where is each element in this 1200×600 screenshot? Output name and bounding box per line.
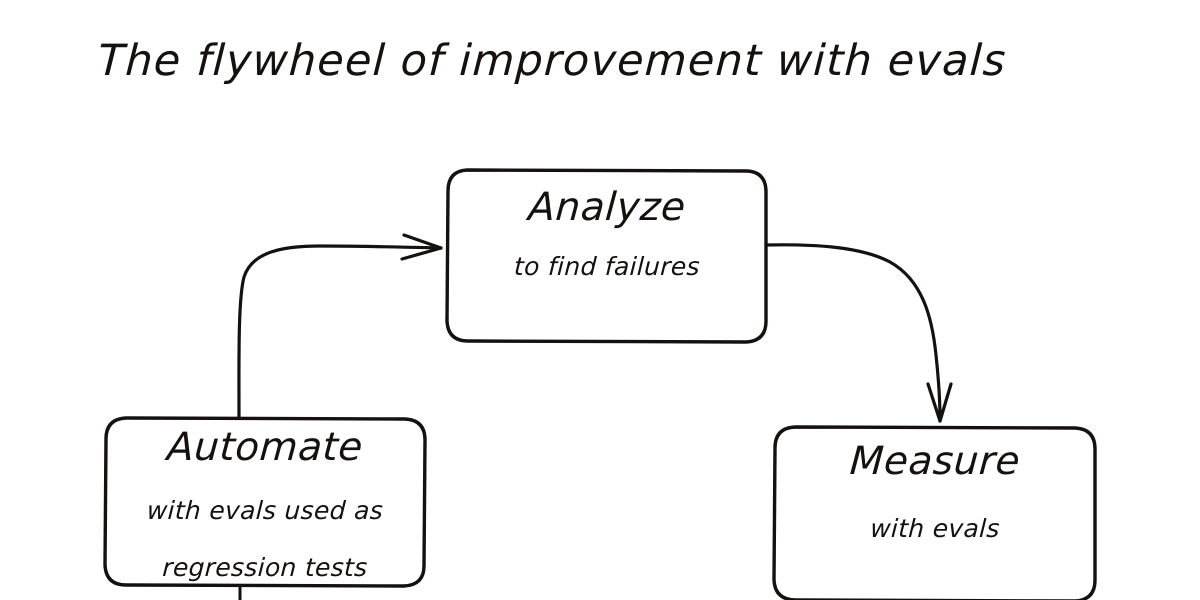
- node-measure-outline: [772, 425, 1097, 600]
- node-analyze[interactable]: [445, 168, 768, 344]
- arrowhead-right-upper: [402, 233, 443, 250]
- node-analyze-outline: [445, 168, 768, 344]
- node-automate-outline: [103, 416, 427, 588]
- edge-analyze-to-measure-line: [764, 243, 942, 421]
- node-measure[interactable]: [772, 425, 1097, 600]
- edge-analyze-to-measure: [764, 243, 953, 423]
- edge-automate-to-analyze: [237, 233, 443, 420]
- arrowhead-down-right: [938, 382, 953, 423]
- arrowhead-down-left: [926, 382, 942, 423]
- arrowhead-right-lower: [400, 246, 443, 261]
- edge-automate-to-analyze-line: [237, 244, 443, 420]
- node-automate[interactable]: [103, 416, 427, 588]
